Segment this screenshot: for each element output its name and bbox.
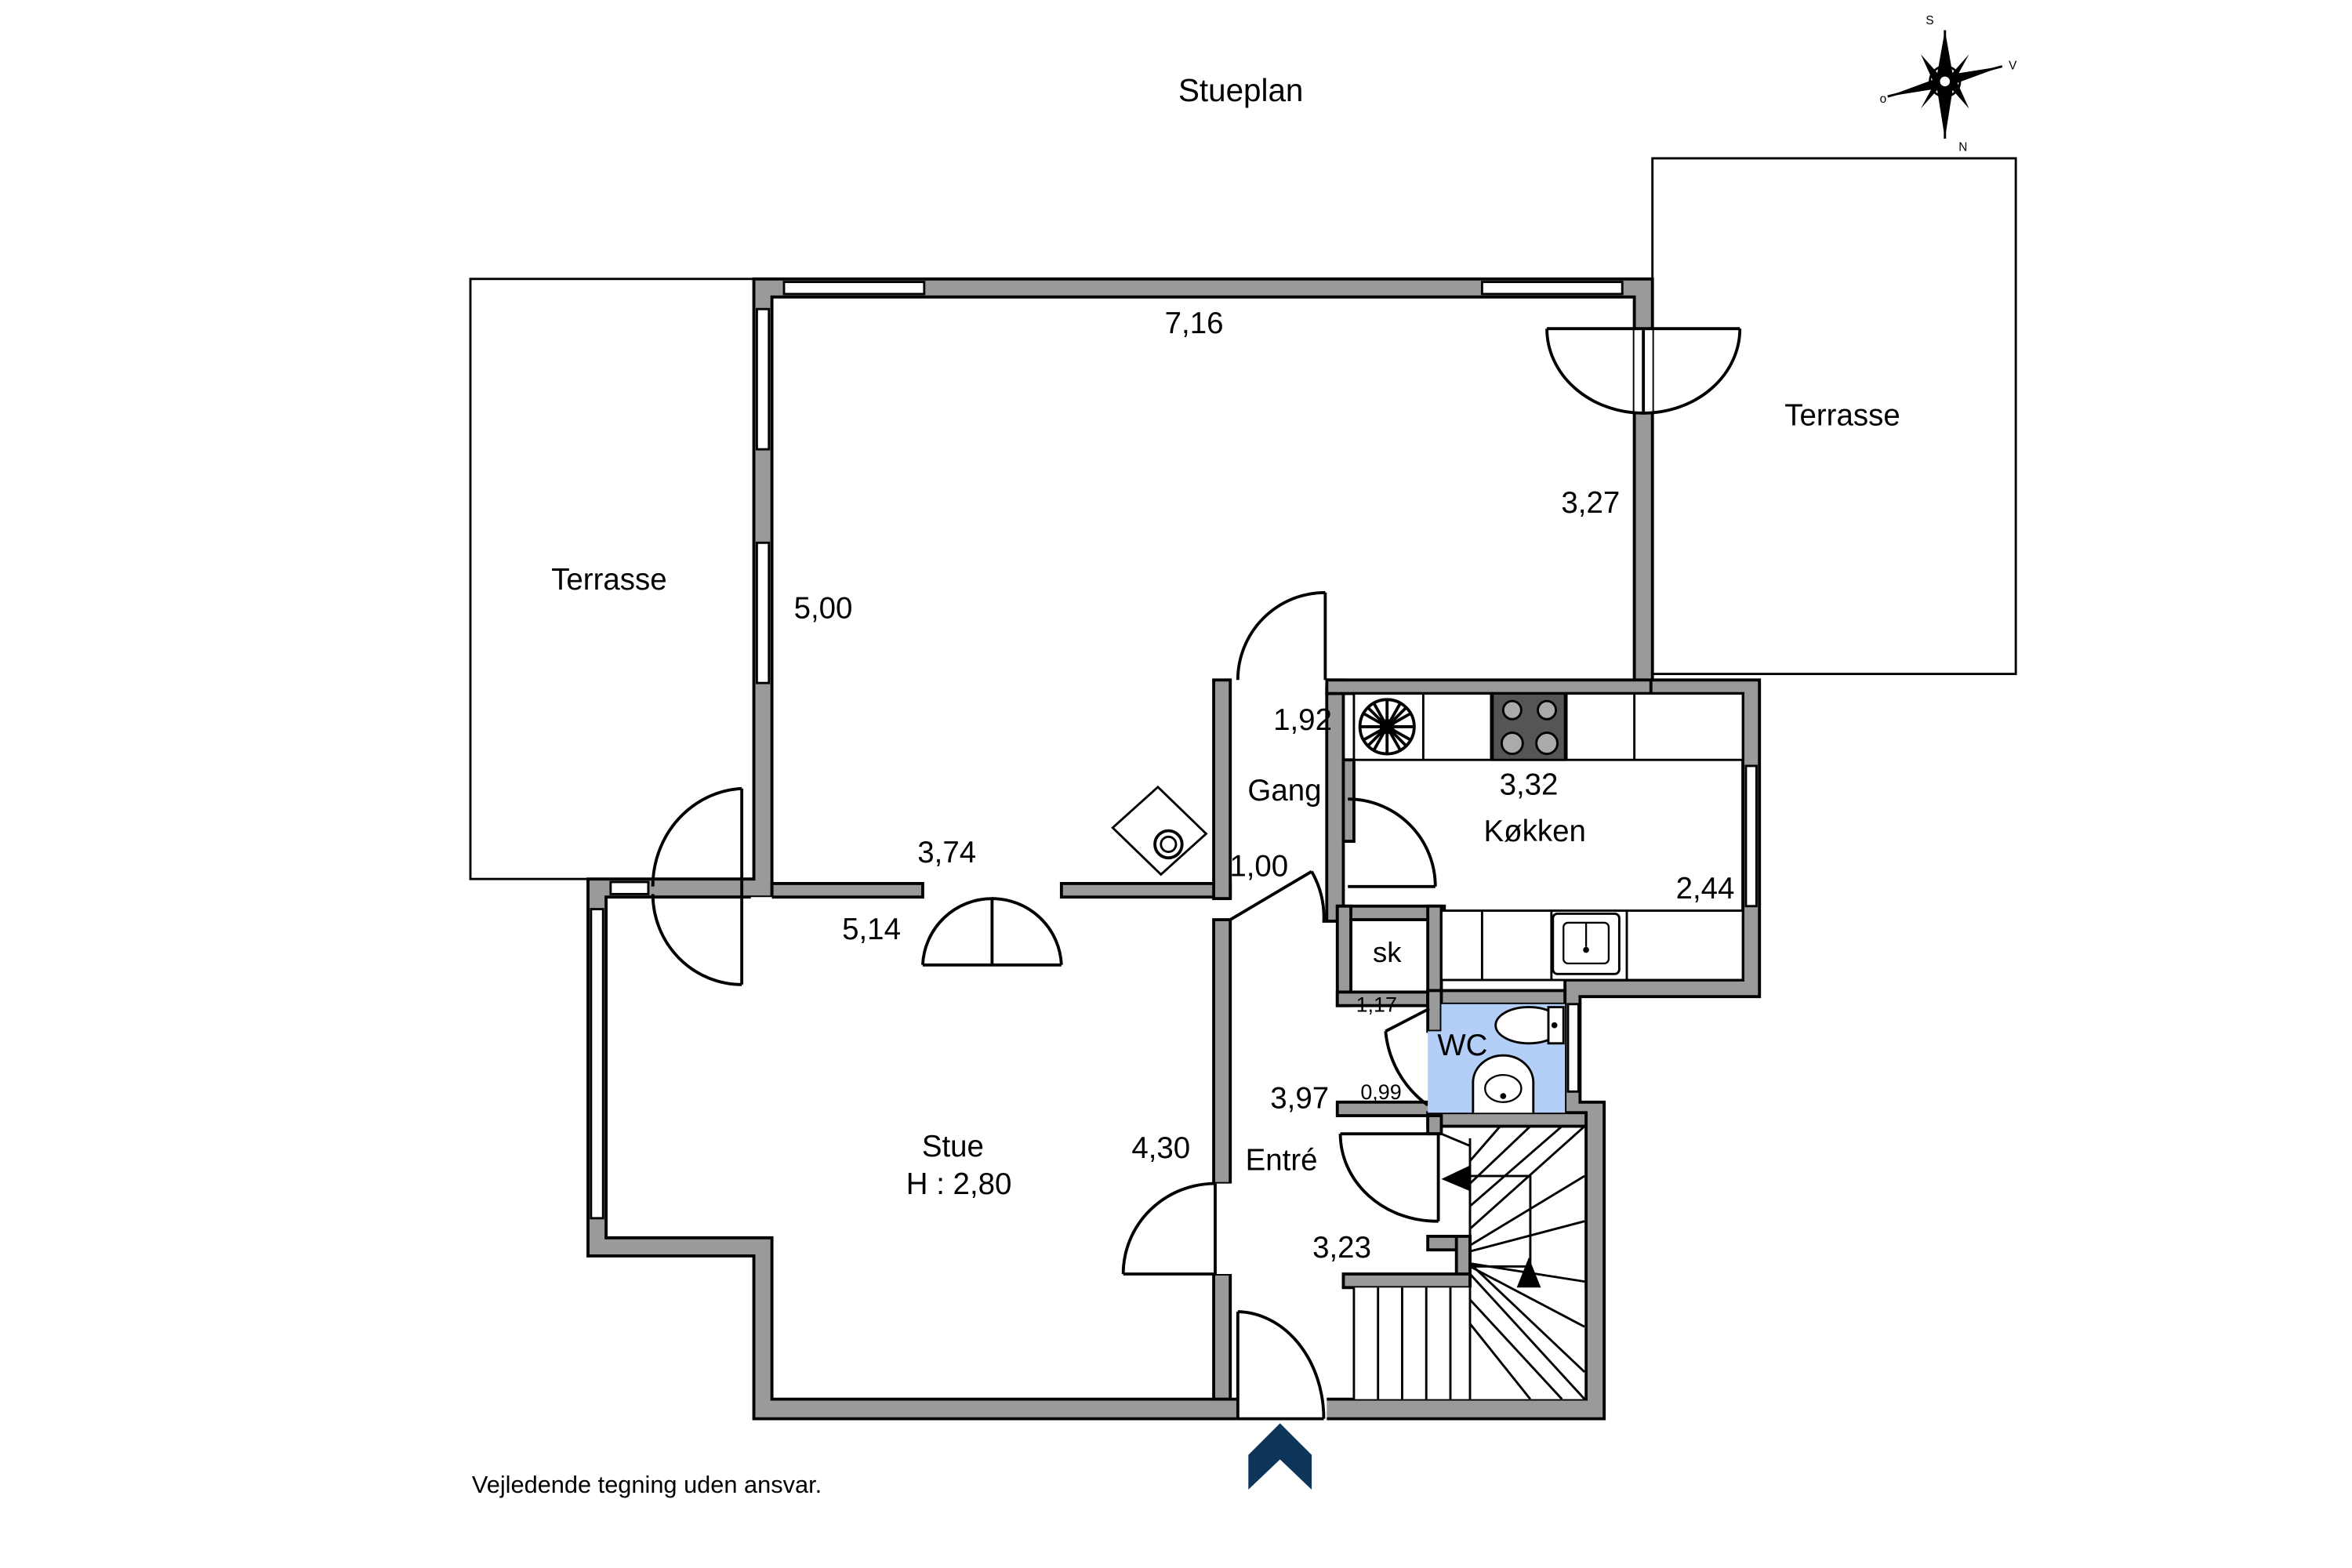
wc-sink-icon: [1472, 1054, 1535, 1113]
dimension-3-74: 3,74: [917, 836, 976, 869]
dimension-7-16: 7,16: [1165, 307, 1224, 340]
dimension-3-23: 3,23: [1312, 1231, 1371, 1265]
room-label-kokken: Køkken: [1484, 815, 1586, 848]
dimension-4-30: 4,30: [1131, 1131, 1190, 1165]
fireplace-icon: [1111, 785, 1208, 877]
dimension-1-17: 1,17: [1356, 993, 1397, 1016]
room-label-wc: WC: [1437, 1029, 1487, 1062]
disclaimer: Vejledende tegning uden ansvar.: [472, 1471, 822, 1498]
dimension-5-14: 5,14: [842, 913, 901, 946]
stairs: [1352, 1125, 1586, 1400]
room-label-stue-height: H : 2,80: [906, 1167, 1012, 1201]
compass-label-n: N: [1958, 140, 1967, 154]
terrace-left: [469, 278, 755, 880]
kitchen-sink-icon: [1552, 912, 1621, 975]
room-label-entre: Entré: [1246, 1143, 1318, 1177]
compass-label-v: V: [2009, 59, 2017, 72]
dimension-3-27: 3,27: [1561, 486, 1620, 520]
compass-label-o: o: [1880, 93, 1887, 106]
room-label-stue: Stue: [922, 1130, 984, 1163]
dimension-3-32: 3,32: [1500, 768, 1559, 801]
room-label-sk: sk: [1373, 936, 1402, 968]
fan-icon: [1358, 698, 1416, 756]
toilet-icon: [1494, 1006, 1565, 1045]
dimension-2-44: 2,44: [1676, 872, 1735, 906]
compass-icon: S V N o: [1880, 14, 2018, 154]
door-arcs: [651, 327, 1742, 1424]
terrace-right: [1651, 157, 2017, 676]
dimension-5-00: 5,00: [794, 591, 853, 625]
room-label-terrasse-left: Terrasse: [551, 563, 666, 597]
compass-label-s: S: [1926, 14, 1933, 27]
entrance-arrow-icon: [1248, 1423, 1312, 1490]
interior-walls: [770, 678, 1653, 1401]
dimension-1-92: 1,92: [1273, 703, 1332, 737]
plan-title: Stueplan: [1178, 72, 1303, 108]
room-label-gang: Gang: [1247, 774, 1321, 808]
stove-icon: [1491, 692, 1566, 761]
windows: [590, 281, 1758, 1220]
dimension-3-97: 3,97: [1270, 1081, 1329, 1115]
dimension-0-99: 0,99: [1360, 1080, 1401, 1104]
dimension-1-00: 1,00: [1229, 849, 1288, 883]
room-label-terrasse-right: Terrasse: [1784, 398, 1900, 432]
